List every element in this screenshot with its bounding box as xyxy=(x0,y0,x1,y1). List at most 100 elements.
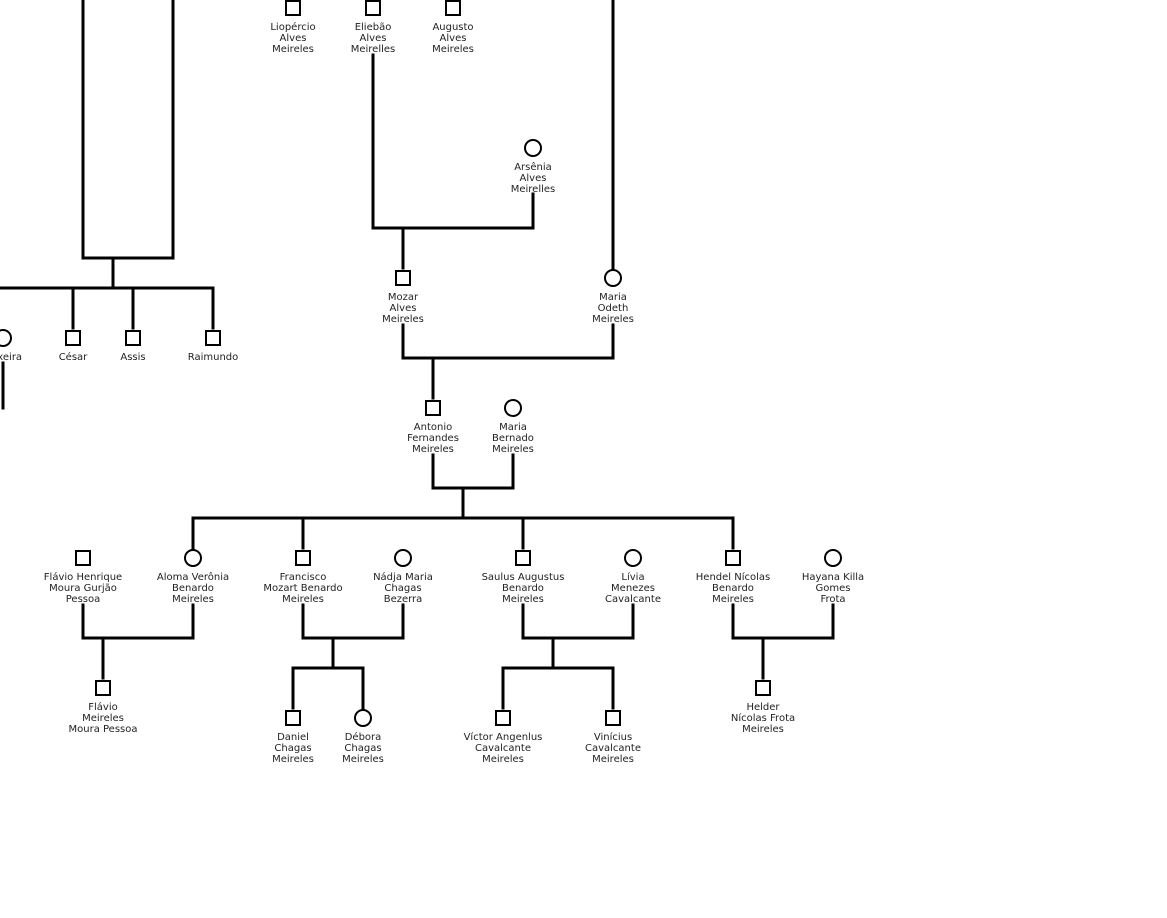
female-circle-icon xyxy=(504,399,522,417)
male-square-icon xyxy=(365,0,381,16)
person-name-line: Meireles xyxy=(742,724,784,735)
male-square-icon xyxy=(125,330,141,346)
female-circle-icon xyxy=(0,329,12,347)
person-node[interactable]: Teixeira xyxy=(0,329,22,363)
person-name-line: Arsênia xyxy=(514,161,552,173)
male-square-icon xyxy=(205,330,221,346)
person-name-line: Teixeira xyxy=(0,352,22,363)
person-name-line: Meireles xyxy=(592,314,634,325)
edge xyxy=(81,603,195,640)
person-name-line: Meireles xyxy=(172,594,214,605)
person-name-line: César xyxy=(59,351,88,363)
person-name-line: Bezerra xyxy=(384,594,423,605)
edge xyxy=(301,603,405,640)
male-square-icon xyxy=(295,550,311,566)
female-circle-icon xyxy=(624,549,642,567)
person-name-line: Mozar xyxy=(388,292,419,303)
person-name-line: Alves xyxy=(520,173,547,184)
female-circle-icon xyxy=(824,549,842,567)
edge xyxy=(731,603,835,640)
person-name-line: Alves xyxy=(440,33,467,44)
edge xyxy=(431,453,515,490)
person-name-line: Mozart Benardo xyxy=(263,583,342,594)
female-circle-icon xyxy=(394,549,412,567)
male-square-icon xyxy=(425,400,441,416)
person-name-line: Meirelles xyxy=(351,44,396,55)
person-name-line: Benardo xyxy=(172,583,214,594)
person-name-line: Helder xyxy=(746,702,780,713)
edge xyxy=(501,666,555,710)
person-name-line: Moura Pessoa xyxy=(69,724,138,735)
person-name-line: Gomes xyxy=(816,583,851,594)
person-name-line: Alves xyxy=(390,303,417,314)
person-name-line: Frota xyxy=(820,594,845,605)
person-name-line: Meireles xyxy=(712,594,754,605)
male-square-icon xyxy=(605,710,621,726)
edge xyxy=(371,53,535,230)
edge xyxy=(81,0,175,260)
male-square-icon xyxy=(285,710,301,726)
male-square-icon xyxy=(65,330,81,346)
person-name-line: Cavalcante xyxy=(585,743,641,754)
edge xyxy=(331,636,365,710)
person-name-line: Maria xyxy=(599,292,627,303)
person-name-line: Daniel xyxy=(277,732,309,743)
person-name-line: Flávio xyxy=(88,701,117,713)
person-name-line: Augusto xyxy=(432,22,473,33)
male-square-icon xyxy=(495,710,511,726)
person-name-line: Chagas xyxy=(384,583,421,594)
male-square-icon xyxy=(725,550,741,566)
person-name-line: Meireles xyxy=(482,754,524,765)
person-name-line: Pessoa xyxy=(66,594,101,605)
person-name-line: Antonio xyxy=(414,422,452,433)
person-name-line: Nádja Maria xyxy=(373,571,433,583)
person-name-line: Meireles xyxy=(502,594,544,605)
person-name-line: Maria xyxy=(499,422,527,433)
female-circle-icon xyxy=(524,139,542,157)
person-name-line: Lívia xyxy=(621,571,644,583)
person-name-line: Meireles xyxy=(82,713,124,724)
person-node[interactable]: Assis xyxy=(120,330,146,363)
person-node[interactable]: César xyxy=(59,330,88,363)
person-name-line: Meireles xyxy=(432,44,474,55)
person-name-line: Liopércio xyxy=(270,21,315,33)
person-node[interactable]: Raimundo xyxy=(188,330,239,363)
person-name-line: Meirelles xyxy=(511,184,556,195)
person-name-line: Hendel Nícolas xyxy=(696,571,770,583)
male-square-icon xyxy=(395,270,411,286)
person-name-line: Flávio Henrique xyxy=(44,571,122,583)
person-name-line: Benardo xyxy=(712,583,754,594)
person-name-line: Chagas xyxy=(344,743,381,754)
relationship-lines xyxy=(0,0,835,710)
female-circle-icon xyxy=(184,549,202,567)
edge xyxy=(291,666,335,710)
person-name-line: Fernandes xyxy=(407,433,459,444)
person-name-line: Meireles xyxy=(412,444,454,455)
female-circle-icon xyxy=(604,269,622,287)
person-name-line: Raimundo xyxy=(188,352,239,363)
edge xyxy=(401,323,615,360)
person-name-line: Vinícius xyxy=(594,731,632,743)
